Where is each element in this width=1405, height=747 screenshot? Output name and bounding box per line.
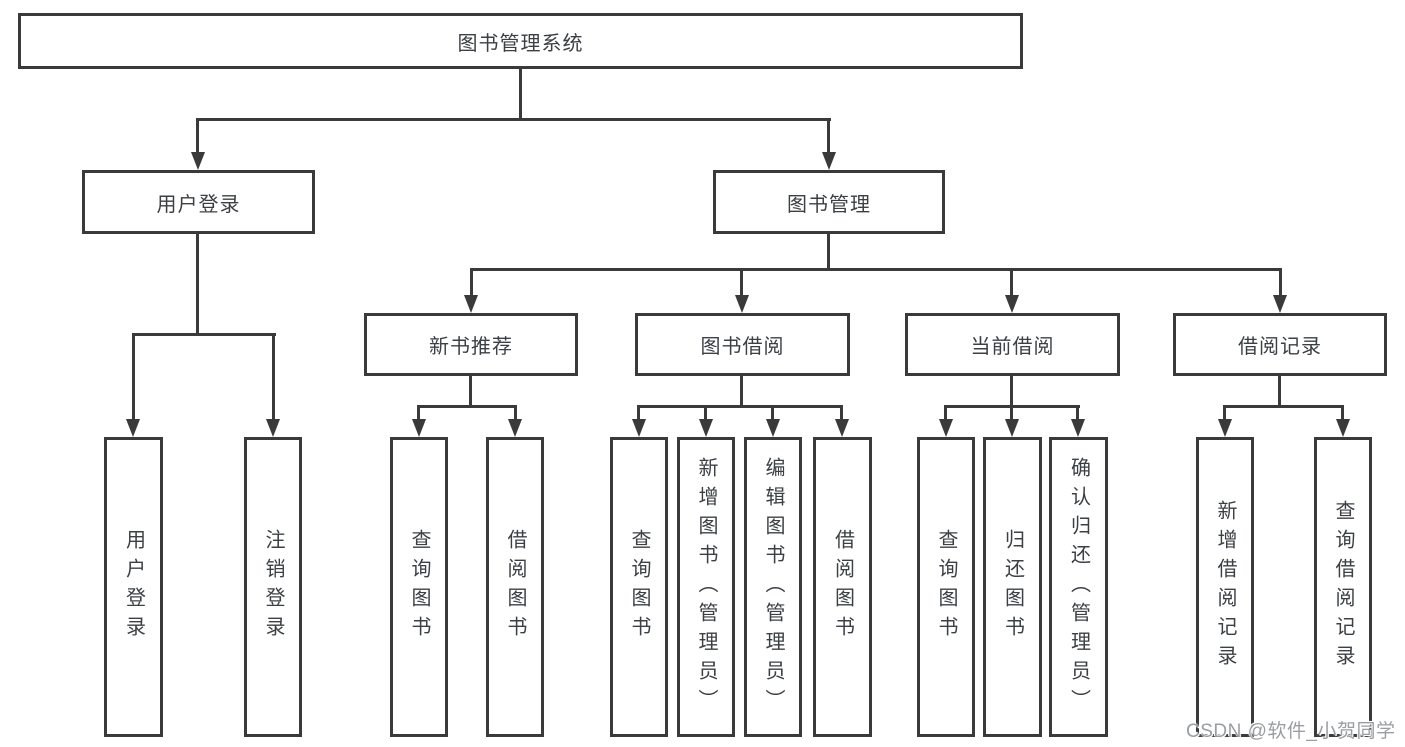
connector-line: [132, 333, 276, 336]
connector-line: [132, 333, 135, 419]
node-book-borrowing: 图书借阅: [635, 313, 850, 376]
arrowhead-down-icon: [632, 419, 646, 437]
leaf-query-books-recommend: 查询图书: [390, 437, 448, 737]
connector-line: [1341, 405, 1344, 421]
leaf-query-books-borrowing: 查询图书: [610, 437, 668, 737]
connector-line: [196, 233, 199, 336]
connector-line: [470, 268, 1282, 271]
connector-line: [637, 405, 640, 421]
arrowhead-down-icon: [939, 419, 953, 437]
connector-line: [740, 376, 743, 408]
arrowhead-down-icon: [1005, 295, 1019, 313]
arrowhead-down-icon: [1005, 419, 1019, 437]
arrowhead-down-icon: [1336, 419, 1350, 437]
node-book-management: 图书管理: [713, 170, 945, 234]
leaf-return-books: 归还图书: [983, 437, 1042, 737]
node-user-login: 用户登录: [82, 170, 315, 234]
arrowhead-down-icon: [766, 419, 780, 437]
leaf-add-borrow-record: 新增借阅记录: [1196, 437, 1254, 737]
arrowhead-down-icon: [464, 295, 478, 313]
connector-line: [417, 405, 517, 408]
leaf-query-borrow-record: 查询借阅记录: [1314, 437, 1372, 737]
connector-line: [417, 405, 420, 421]
leaf-edit-books-admin: 编辑图书（管理员）: [744, 437, 802, 737]
arrowhead-down-icon: [822, 152, 836, 170]
connector-line: [1279, 268, 1282, 296]
node-library-system: 图书管理系统: [18, 13, 1023, 69]
arrowhead-down-icon: [412, 419, 426, 437]
leaf-user-login: 用户登录: [104, 437, 163, 737]
connector-line: [196, 118, 199, 154]
arrowhead-down-icon: [835, 419, 849, 437]
csdn-watermark: CSDN @软件_小贺同学: [1186, 721, 1396, 742]
connector-line: [1010, 268, 1013, 296]
leaf-confirm-return-admin: 确认归还（管理员）: [1049, 437, 1108, 737]
connector-line: [827, 233, 830, 271]
connector-line: [740, 268, 743, 296]
connector-line: [1223, 405, 1226, 421]
connector-line: [1076, 405, 1079, 421]
arrowhead-down-icon: [1273, 295, 1287, 313]
connector-line: [1223, 405, 1344, 408]
connector-line: [470, 268, 473, 296]
arrowhead-down-icon: [266, 419, 280, 437]
node-new-book-recommendation: 新书推荐: [364, 313, 578, 376]
arrowhead-down-icon: [1071, 419, 1085, 437]
connector-line: [519, 69, 522, 121]
connector-line: [704, 405, 707, 421]
connector-line: [771, 405, 774, 421]
leaf-logout: 注销登录: [244, 437, 302, 737]
connector-line: [514, 405, 517, 421]
connector-line: [272, 333, 275, 419]
connector-line: [637, 405, 843, 408]
node-borrowing-records: 借阅记录: [1173, 313, 1387, 376]
arrowhead-down-icon: [191, 152, 205, 170]
connector-line: [944, 405, 947, 421]
connector-line: [196, 118, 831, 121]
connector-line: [469, 376, 472, 408]
connector-line: [827, 118, 830, 154]
arrowhead-down-icon: [735, 295, 749, 313]
connector-line: [840, 405, 843, 421]
arrowhead-down-icon: [1218, 419, 1232, 437]
leaf-borrow-books-recommend: 借阅图书: [486, 437, 544, 737]
connector-line: [1010, 376, 1013, 408]
leaf-query-books-current: 查询图书: [917, 437, 975, 737]
connector-line: [1278, 376, 1281, 408]
leaf-add-books-admin: 新增图书（管理员）: [677, 437, 735, 737]
arrowhead-down-icon: [699, 419, 713, 437]
leaf-borrow-books-borrowing: 借阅图书: [813, 437, 872, 737]
arrowhead-down-icon: [508, 419, 522, 437]
connector-line: [1010, 405, 1013, 421]
arrowhead-down-icon: [126, 419, 140, 437]
node-current-borrowing: 当前借阅: [905, 313, 1120, 376]
